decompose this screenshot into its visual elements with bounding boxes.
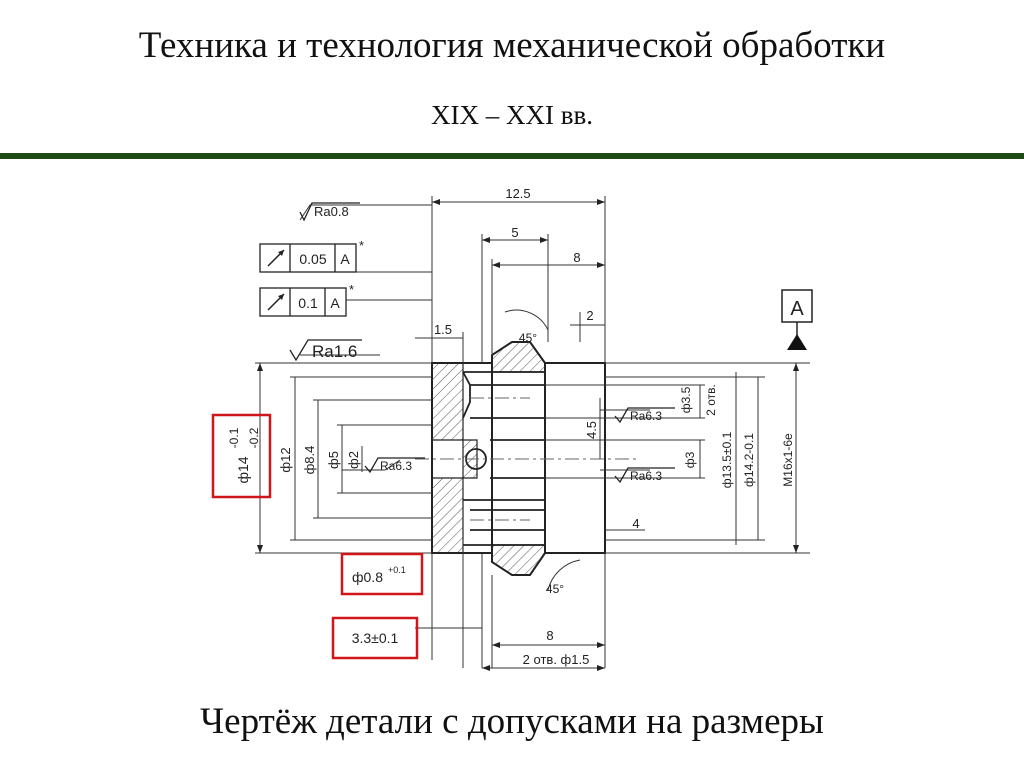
centerlines xyxy=(415,397,640,521)
highlight-dia-0-8-tol: +0.1 xyxy=(388,565,406,575)
highlight-dia-14-upper: -0.1 xyxy=(227,427,241,448)
dim-thread: M16x1-6e xyxy=(781,433,795,487)
dim-dia-8-4: ф8.4 xyxy=(302,446,317,475)
tolerance-mark-1: * xyxy=(359,238,364,253)
highlight-dia-0-8-text: ф0.8 xyxy=(352,569,383,585)
dim-dia-12: ф12 xyxy=(278,447,293,472)
internal-bores xyxy=(462,363,606,553)
tolerance-datum-2: A xyxy=(330,295,340,311)
angle-top: 45° xyxy=(519,331,537,345)
tolerance-frame-1: 0.05 A * xyxy=(259,238,364,273)
highlight-len-3-3-text: 3.3±0.1 xyxy=(352,630,399,646)
angle-bottom: 45° xyxy=(546,582,564,596)
highlight-dia-0-8: ф0.8 +0.1 xyxy=(340,552,424,596)
slide-subtitle: XIX – XXI вв. xyxy=(431,100,593,130)
dim-1-5: 1.5 xyxy=(434,322,452,337)
dim-8-bottom: 8 xyxy=(546,628,553,643)
dimension-lines xyxy=(255,196,810,669)
dim-4: 4 xyxy=(632,516,639,531)
tolerance-value-1: 0.05 xyxy=(299,251,326,267)
slide-caption: Чертёж детали с допусками на размеры xyxy=(200,701,824,742)
roughness-general: Ra0.8 xyxy=(314,204,349,219)
tolerance-datum-1: A xyxy=(340,251,350,267)
dim-4-5: 4.5 xyxy=(584,421,599,439)
tolerance-value-2: 0.1 xyxy=(298,295,318,311)
dim-holes-bottom: 2 отв. ф1.5 xyxy=(523,652,590,667)
dim-holes-2: 2 отв. xyxy=(704,384,718,416)
roughness-face: Ra1.6 xyxy=(312,342,357,361)
highlight-dia-14: ф14 -0.1 -0.2 xyxy=(211,413,272,499)
datum-letter: A xyxy=(790,298,804,320)
dim-overall-length: 12.5 xyxy=(505,186,530,201)
highlight-dia-14-text: ф14 xyxy=(235,456,251,483)
dim-dia-5: ф5 xyxy=(326,451,341,469)
tolerance-mark-2: * xyxy=(349,282,354,297)
dim-dia-3-5: ф3.5 xyxy=(679,386,693,413)
arrowheads xyxy=(257,199,799,671)
dim-dia-2: ф2 xyxy=(346,451,361,469)
dim-2: 2 xyxy=(586,308,593,323)
title-divider xyxy=(0,153,1024,159)
roughness-inner: Ra6.3 xyxy=(380,459,412,473)
technical-drawing: A 0.05 A * 0.1 A * Ra0.8 Ra1.6 Ra6.3 Ra6… xyxy=(211,186,813,671)
dim-dia-3: ф3 xyxy=(683,451,697,468)
dim-5: 5 xyxy=(511,225,518,240)
dim-dia-14-2: ф14.2-0.1 xyxy=(742,433,756,487)
dim-8-top: 8 xyxy=(573,250,580,265)
roughness-symbols xyxy=(289,202,675,484)
slide-title: Техника и технология механической обрабо… xyxy=(138,25,886,66)
highlight-len-3-3: 3.3±0.1 xyxy=(331,616,419,660)
datum-reference: A xyxy=(781,289,813,350)
roughness-bore-upper: Ra6.3 xyxy=(630,409,662,423)
tolerance-frame-2: 0.1 A * xyxy=(259,282,354,317)
dim-dia-13-5: ф13.5±0.1 xyxy=(720,431,734,488)
highlight-dia-14-lower: -0.2 xyxy=(247,427,261,448)
roughness-bore-lower: Ra6.3 xyxy=(630,469,662,483)
